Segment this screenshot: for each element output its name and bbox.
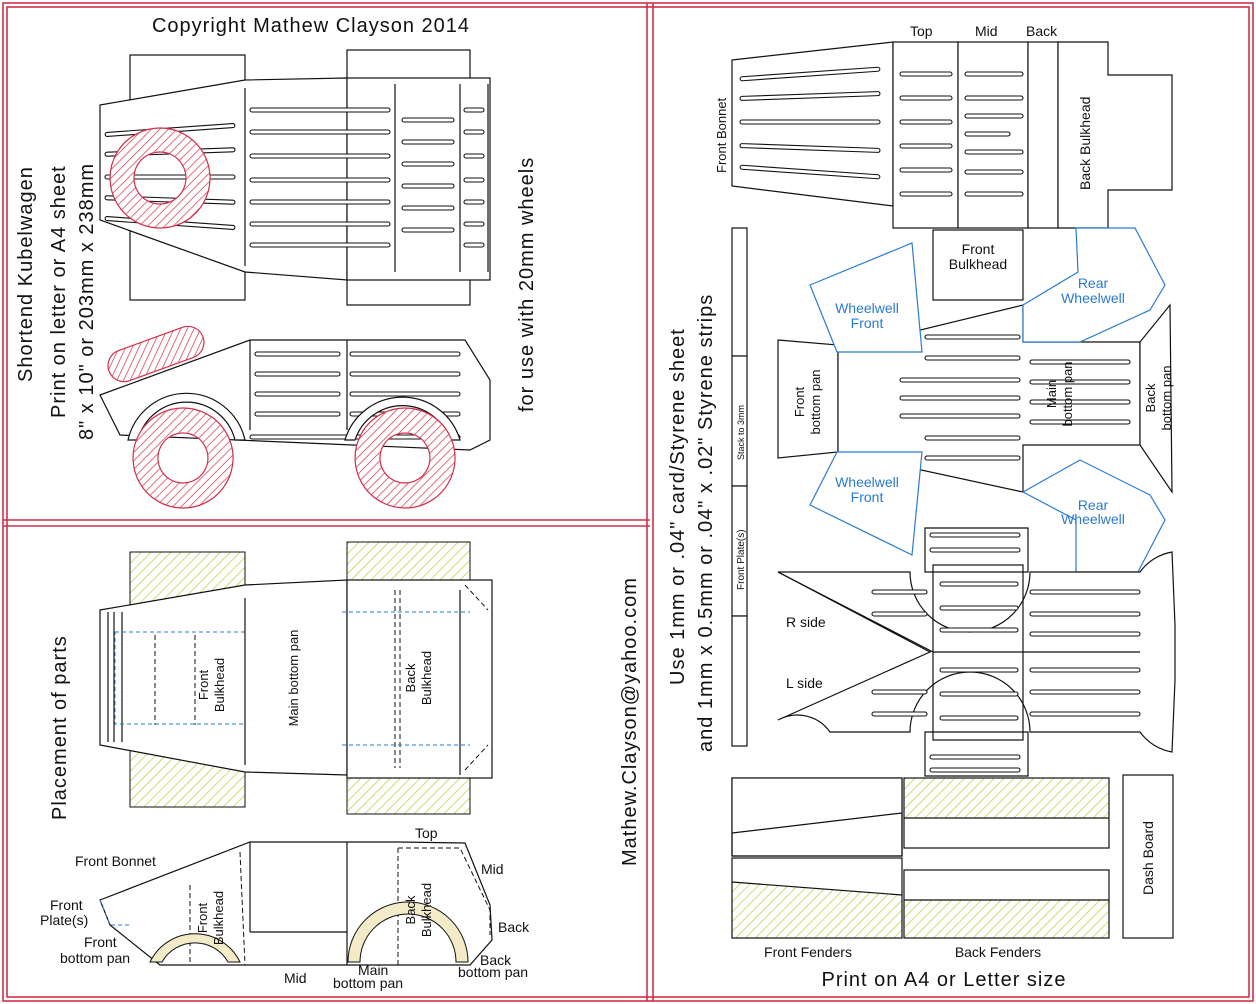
front-bulkhead-label-2: Bulkhead	[949, 256, 1007, 272]
side-front-bottom-pan-1: Front	[84, 934, 117, 950]
r-side-label: R side	[786, 614, 826, 630]
side-back-bulkhead-1: Back	[403, 895, 418, 924]
main-bottom-pan-label-2: bottom pan	[1060, 361, 1075, 426]
stack-label: Stack to 3mm	[736, 405, 746, 460]
plan-front-bulkhead-2: Bulkhead	[212, 658, 227, 712]
back-bottom-pan-label-1: Back	[1143, 383, 1158, 412]
side-main-bottom-pan-2: bottom pan	[333, 975, 403, 991]
dash-board-part: Dash Board	[1122, 774, 1174, 939]
side-front-bulkhead-1: Front	[195, 902, 210, 933]
wheelwell-front-bottom-1: Wheelwell	[835, 474, 899, 490]
email-text: Mathew.Clayson@yahoo.com	[619, 577, 641, 866]
wheelwell-front-top-1: Wheelwell	[835, 300, 899, 316]
body-top-view	[99, 49, 491, 306]
material-line1: Use 1mm or .04" card/Styrene sheet	[667, 328, 689, 685]
label-front-bonnet: Front Bonnet	[714, 97, 729, 173]
title-text: Shortend Kubelwagen	[15, 166, 37, 382]
side-front-plates-2: Plate(s)	[40, 912, 88, 928]
wheelwell-parts: Wheelwell Front Wheelwell Front Rear Whe…	[809, 227, 1166, 573]
side-front-bonnet-label: Front Bonnet	[75, 853, 156, 869]
rear-wheelwell-top-2: Wheelwell	[1061, 290, 1125, 306]
side-back-bulkhead-2: Bulkhead	[419, 883, 434, 937]
side-mid-upper-label: Mid	[481, 861, 504, 877]
rear-wheelwell-top-1: Rear	[1078, 275, 1109, 291]
plan-main-bottom-pan: Main bottom pan	[286, 630, 301, 727]
footer-print-note: Print on A4 or Letter size	[821, 969, 1066, 991]
styrene-strips: Stack to 3mm Front Plate(s)	[731, 227, 748, 747]
front-bottom-pan-label-1: Front	[792, 386, 807, 417]
l-side-label: L side	[786, 675, 823, 691]
side-front-bottom-pan-2: bottom pan	[60, 950, 130, 966]
plan-back-bulkhead-2: Bulkhead	[419, 651, 434, 705]
front-bulkhead-label-1: Front	[962, 241, 995, 257]
back-fenders-label: Back Fenders	[955, 944, 1041, 960]
rear-wheelwell-bottom-2: Wheelwell	[1061, 511, 1125, 527]
label-mid: Mid	[975, 23, 998, 39]
label-back-bulkhead: Back Bulkhead	[1077, 97, 1093, 190]
body-sides-part: R side L side	[777, 527, 1176, 777]
placement-side-view: Top Mid Front Bonnet Front Plate(s) Fron…	[40, 825, 530, 991]
main-slots	[249, 107, 485, 248]
side-back-bottom-pan-1: Back	[480, 952, 512, 968]
label-top: Top	[910, 23, 933, 39]
front-wheel-ring	[132, 407, 234, 509]
placement-title: Placement of parts	[49, 635, 71, 820]
front-bottom-pan-label-2: bottom pan	[808, 369, 823, 434]
wheelwell-front-top-2: Front	[851, 315, 884, 331]
fenders-part: Front Fenders Back Fenders	[731, 777, 1110, 960]
material-line2: and 1mm x 0.5mm or .04" x .02" Styrene s…	[695, 294, 717, 752]
body-panels-part: Top Mid Back Front Bonnet Back Bulkhead	[714, 23, 1173, 229]
front-fenders-label: Front Fenders	[764, 944, 852, 960]
label-back: Back	[1026, 23, 1058, 39]
side-top-label: Top	[415, 825, 438, 841]
dash-board-label: Dash Board	[1140, 821, 1156, 895]
plan-back-bulkhead-1: Back	[403, 663, 418, 692]
back-bottom-pan-label-2: bottom pan	[1159, 365, 1174, 430]
print-instruction-line2: 8" x 10" or 203mm x 238mm	[76, 163, 98, 440]
main-bottom-pan-label-1: Main	[1044, 380, 1059, 408]
side-back-label: Back	[498, 919, 530, 935]
front-bulkhead-part: Front Bulkhead	[932, 229, 1024, 301]
side-back-bottom-pan-2: bottom pan	[458, 964, 528, 980]
print-instruction-line1: Print on letter or A4 sheet	[48, 165, 70, 418]
placement-plan-view: Front Bulkhead Main bottom pan Back Bulk…	[99, 541, 493, 815]
side-front-plates-1: Front	[50, 897, 83, 913]
side-mid-lower-label: Mid	[284, 970, 307, 986]
wheelwell-front-bottom-2: Front	[851, 489, 884, 505]
rear-wheel-ring	[354, 407, 456, 509]
body-side-view	[99, 325, 491, 509]
front-plates-label: Front Plate(s)	[736, 529, 747, 590]
wheels-note: for use with 20mm wheels	[516, 157, 538, 412]
plan-front-bulkhead-1: Front	[196, 669, 211, 700]
spare-wheel-ring	[109, 127, 211, 229]
rear-wheelwell-bottom-1: Rear	[1078, 497, 1109, 513]
side-main-bottom-pan-1: Main	[358, 962, 388, 978]
copyright-text: Copyright Mathew Clayson 2014	[152, 15, 470, 37]
side-front-bulkhead-2: Bulkhead	[211, 891, 226, 945]
